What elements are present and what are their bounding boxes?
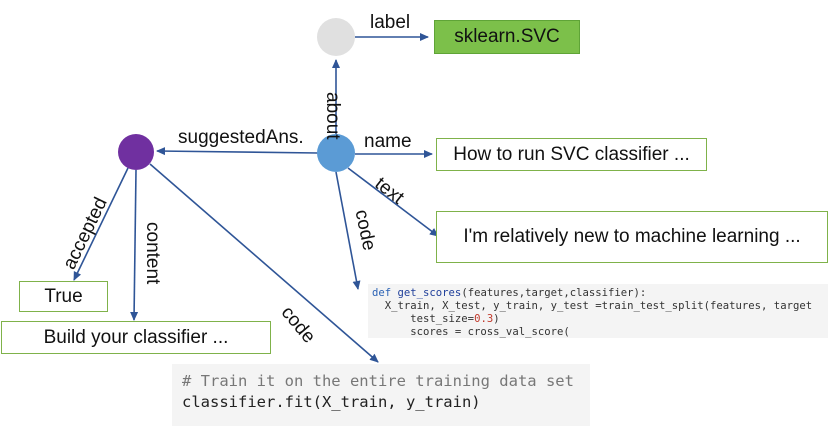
- edge-label-name: name: [364, 131, 412, 152]
- code-comment: # Train it on the entire training data s…: [182, 372, 574, 390]
- code-line-4: scores = cross_val_score(: [372, 326, 570, 338]
- box-sklearn-svc: sklearn.SVC: [434, 20, 580, 54]
- edge-label-label: label: [370, 12, 411, 33]
- code-keyword: def: [372, 287, 392, 299]
- box-content: Build your classifier ...: [1, 321, 271, 354]
- edge-suggested: [156, 147, 319, 156]
- edge-code-answer: [149, 163, 379, 363]
- code-line-3-pre: test_size=: [372, 313, 475, 325]
- code-line-2: X_train, X_test, y_train, y_test =train_…: [372, 300, 813, 312]
- box-name: How to run SVC classifier ...: [436, 138, 707, 171]
- edge-label-suggested: suggestedAns.: [178, 127, 304, 148]
- code-line-fit: classifier.fit(X_train, y_train): [182, 393, 481, 411]
- edge-code-question: [335, 171, 361, 290]
- node-answer: [118, 134, 154, 170]
- box-accepted: True: [19, 281, 108, 312]
- code-function-name: get_scores: [397, 287, 462, 299]
- box-text: I'm relatively new to machine learning .…: [436, 211, 828, 263]
- code-line-3-post: ): [493, 313, 500, 325]
- node-about: [317, 18, 355, 56]
- edge-label-content: content: [142, 222, 163, 285]
- code-number: 0.3: [474, 313, 494, 325]
- code-line-1-rest: (features,target,classifier):: [461, 287, 647, 299]
- edge-text: [347, 167, 439, 237]
- node-question: [317, 134, 355, 172]
- edge-accepted: [73, 167, 129, 281]
- code-snippet-answer: # Train it on the entire training data s…: [172, 364, 590, 426]
- code-snippet-question: def get_scores(features,target,classifie…: [368, 284, 828, 338]
- edge-content: [130, 169, 139, 321]
- edge-label-about: about: [322, 92, 343, 140]
